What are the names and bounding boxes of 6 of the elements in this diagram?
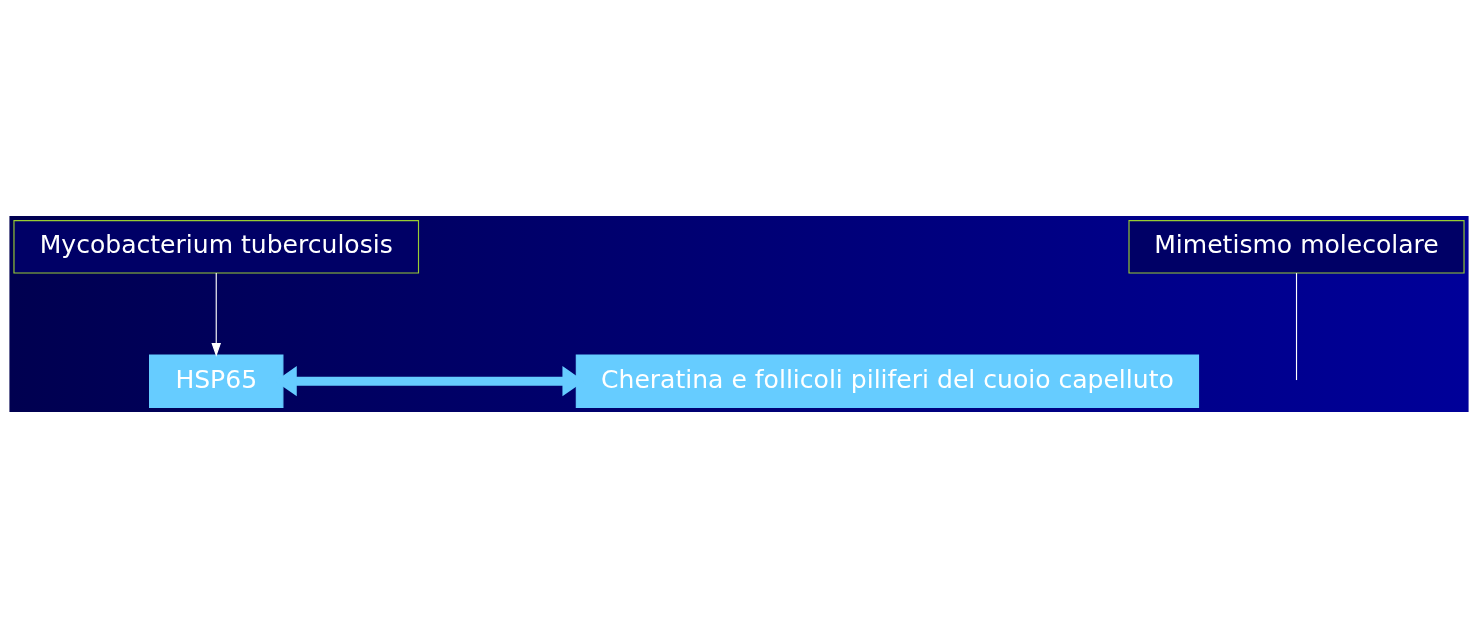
node-box: HSP65	[149, 354, 284, 408]
node-box: Cheratina e follicoli piliferi del cuoio capelluto	[575, 354, 1200, 408]
node-box: Mycobacterium tuberculosis	[13, 220, 420, 274]
node-box: Mimetismo molecolare	[1128, 220, 1465, 274]
connector	[1295, 272, 1298, 381]
arrow	[211, 272, 222, 357]
